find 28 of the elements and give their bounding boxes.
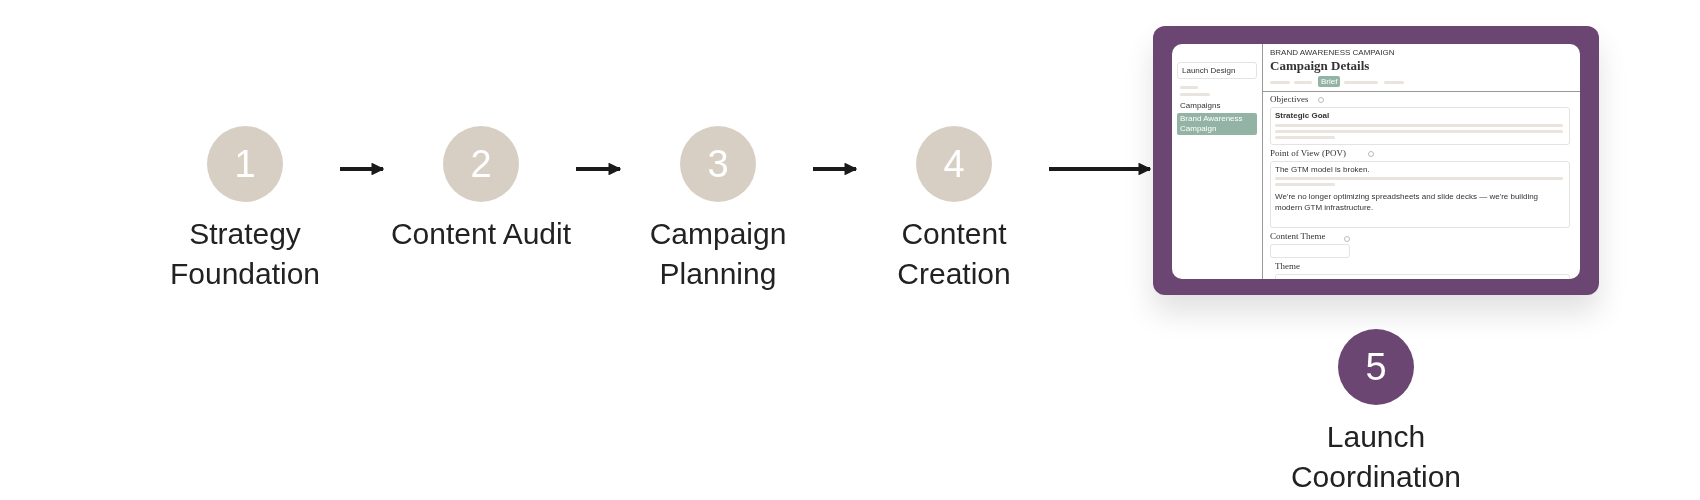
step-number: 4: [916, 126, 992, 202]
ui-text: Campaigns: [1180, 101, 1221, 110]
ui-text: We're no longer optimizing spreadsheets and slide decks — we're building modern GTM infrastructure.: [1275, 191, 1540, 213]
tab: Brief: [1318, 76, 1341, 87]
step-number: 2: [443, 126, 519, 202]
step-number: 1: [207, 126, 283, 202]
ui-text: The GTM model is broken.: [1275, 165, 1370, 174]
ui-text: BRAND AWARENESS CAMPAIGN: [1270, 48, 1395, 57]
ui-text: Point of View (POV): [1270, 148, 1347, 158]
step-label: Campaign Planning: [648, 216, 788, 292]
ui-text: Theme: [1275, 261, 1300, 271]
arrow: [576, 162, 622, 176]
step-number: 5: [1338, 329, 1414, 405]
arrow: [813, 162, 858, 176]
ui-text: Content Theme: [1270, 231, 1326, 241]
screenshot-panel: [1153, 26, 1599, 295]
arrow: [340, 162, 385, 176]
ui-text: Strategic Goal: [1275, 111, 1330, 120]
page-heading: Campaign Details: [1270, 58, 1370, 74]
arrow: [1049, 162, 1152, 176]
step-label: Launch Coordination: [1289, 419, 1463, 495]
sidebar-item: Brand Awareness Campaign: [1177, 113, 1257, 135]
step-label: Strategy Foundation: [168, 216, 322, 292]
ui-text: Objectives: [1270, 94, 1309, 104]
step-label: Content Creation: [896, 216, 1012, 292]
dropdown: Launch Design: [1177, 62, 1257, 79]
step-label: Content Audit: [390, 216, 572, 252]
step-number: 3: [680, 126, 756, 202]
